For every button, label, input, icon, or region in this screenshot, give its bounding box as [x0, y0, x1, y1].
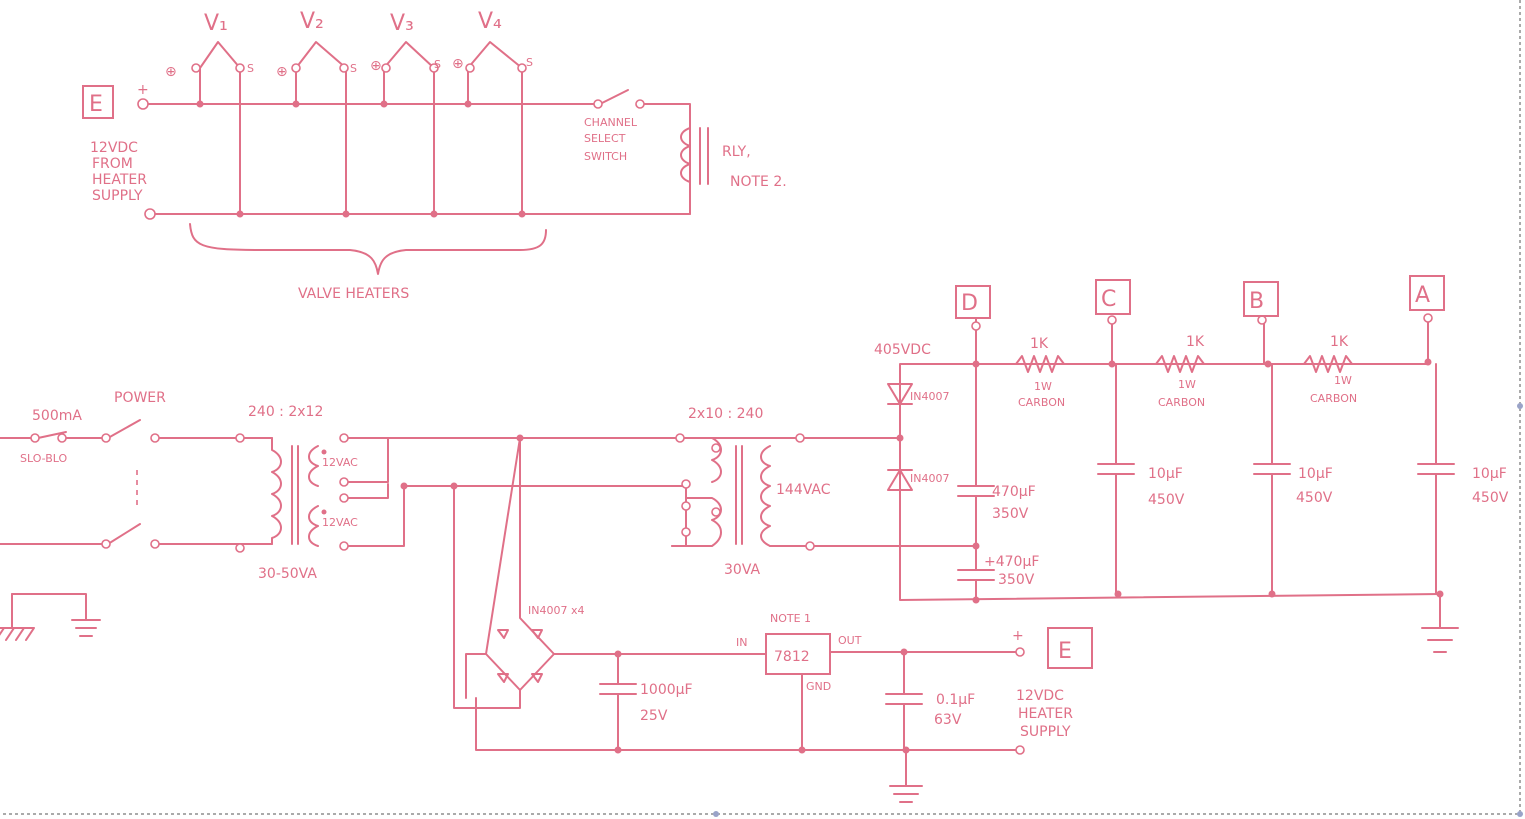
- r1-type: CARBON: [1018, 396, 1065, 409]
- cap-470-2-volt: 350V: [998, 572, 1035, 588]
- heater-in-line1: 12VDC: [90, 140, 138, 156]
- r2-value: 1K: [1186, 334, 1205, 350]
- diode1-label: IN4007: [910, 390, 949, 403]
- hv-rectifier-filter: [887, 275, 1459, 653]
- bridge-label: IN4007 x4: [528, 604, 584, 617]
- cap-470-1-value: 470µF: [992, 484, 1036, 500]
- label-v2-plus: ⊕: [276, 64, 288, 80]
- r1-value: 1K: [1030, 336, 1049, 352]
- cap-470-1-volt: 350V: [992, 506, 1029, 522]
- cap-c-volt: 450V: [1148, 492, 1185, 508]
- r3-value: 1K: [1330, 334, 1349, 350]
- node-a: A: [1415, 283, 1430, 308]
- r3-watt: 1W: [1334, 374, 1352, 387]
- relay-label: RLY,: [722, 144, 751, 160]
- label-v1-s: S: [247, 62, 254, 75]
- t1-ratio: 240 : 2x12: [248, 404, 323, 420]
- resize-handle-right[interactable]: [1517, 403, 1523, 409]
- channel-select-line3: SWITCH: [584, 150, 627, 163]
- heater-out-line2: HEATER: [1018, 706, 1073, 722]
- t2-out: 144VAC: [776, 482, 831, 498]
- cap-a-volt: 450V: [1472, 490, 1509, 506]
- t1-va: 30-50VA: [258, 566, 317, 582]
- heater-in-line4: SUPPLY: [92, 188, 143, 204]
- heater-in-line3: HEATER: [92, 172, 147, 188]
- node-e-in: E: [89, 92, 103, 117]
- reg-in: IN: [736, 636, 747, 649]
- cap-470-2-value: +470µF: [984, 554, 1039, 570]
- label-v4-plus: ⊕: [452, 56, 464, 72]
- e-out-plus: +: [1012, 628, 1024, 644]
- voltage-405: 405VDC: [874, 342, 931, 358]
- label-v1: V₁: [204, 11, 228, 36]
- label-v3: V₃: [390, 11, 414, 36]
- c1000-volt: 25V: [640, 708, 668, 724]
- reg-out: OUT: [838, 634, 862, 647]
- t1-sec2: 12VAC: [322, 516, 358, 529]
- label-v3-s: S: [434, 58, 441, 71]
- label-v4: V₄: [478, 9, 502, 34]
- label-v4-s: S: [526, 56, 533, 69]
- channel-select-line2: SELECT: [584, 132, 626, 145]
- fuse-type: SLO-BLO: [20, 452, 68, 465]
- node-d: D: [961, 291, 978, 316]
- node-e-out: E: [1058, 639, 1072, 664]
- cap-c-value: 10µF: [1148, 466, 1183, 482]
- label-v2: V₂: [300, 9, 324, 34]
- power-switch-label: POWER: [114, 390, 166, 406]
- t2-ratio: 2x10 : 240: [688, 406, 763, 422]
- regulator-label: 7812: [774, 649, 810, 665]
- t2-va: 30VA: [724, 562, 760, 578]
- cap-a-value: 10µF: [1472, 466, 1507, 482]
- heater-in-line2: FROM: [92, 156, 133, 172]
- heater-terminals: [82, 63, 645, 220]
- label-v3-plus: ⊕: [370, 58, 382, 74]
- r3-type: CARBON: [1310, 392, 1357, 405]
- c01-value: 0.1µF: [936, 692, 975, 708]
- t1-sec1: 12VAC: [322, 456, 358, 469]
- r1-watt: 1W: [1034, 380, 1052, 393]
- r2-watt: 1W: [1178, 378, 1196, 391]
- cap-b-value: 10µF: [1298, 466, 1333, 482]
- channel-select-line1: CHANNEL: [584, 116, 638, 129]
- resize-handle-bottom[interactable]: [713, 811, 719, 817]
- label-v2-s: S: [350, 62, 357, 75]
- e-in-plus: +: [137, 82, 149, 98]
- heater-supply-rectifier: [453, 437, 1093, 803]
- node-c: C: [1101, 287, 1116, 312]
- c01-volt: 63V: [934, 712, 962, 728]
- transformer-t2: [671, 433, 979, 551]
- valve-heaters-label: VALVE HEATERS: [298, 286, 409, 302]
- resize-handle-corner[interactable]: [1517, 811, 1523, 817]
- note1-label: NOTE 1: [770, 612, 811, 625]
- r2-type: CARBON: [1158, 396, 1205, 409]
- heater-out-line3: SUPPLY: [1020, 724, 1071, 740]
- fuse-rating: 500mA: [32, 408, 82, 424]
- heater-out-line1: 12VDC: [1016, 688, 1064, 704]
- relay-note: NOTE 2.: [730, 174, 787, 190]
- diode2-label: IN4007: [910, 472, 949, 485]
- mains-input: [0, 419, 273, 641]
- cap-b-volt: 450V: [1296, 490, 1333, 506]
- label-v1-plus: ⊕: [165, 64, 177, 80]
- reg-gnd: GND: [806, 680, 831, 693]
- c1000-value: 1000µF: [640, 682, 693, 698]
- node-b: B: [1249, 289, 1264, 314]
